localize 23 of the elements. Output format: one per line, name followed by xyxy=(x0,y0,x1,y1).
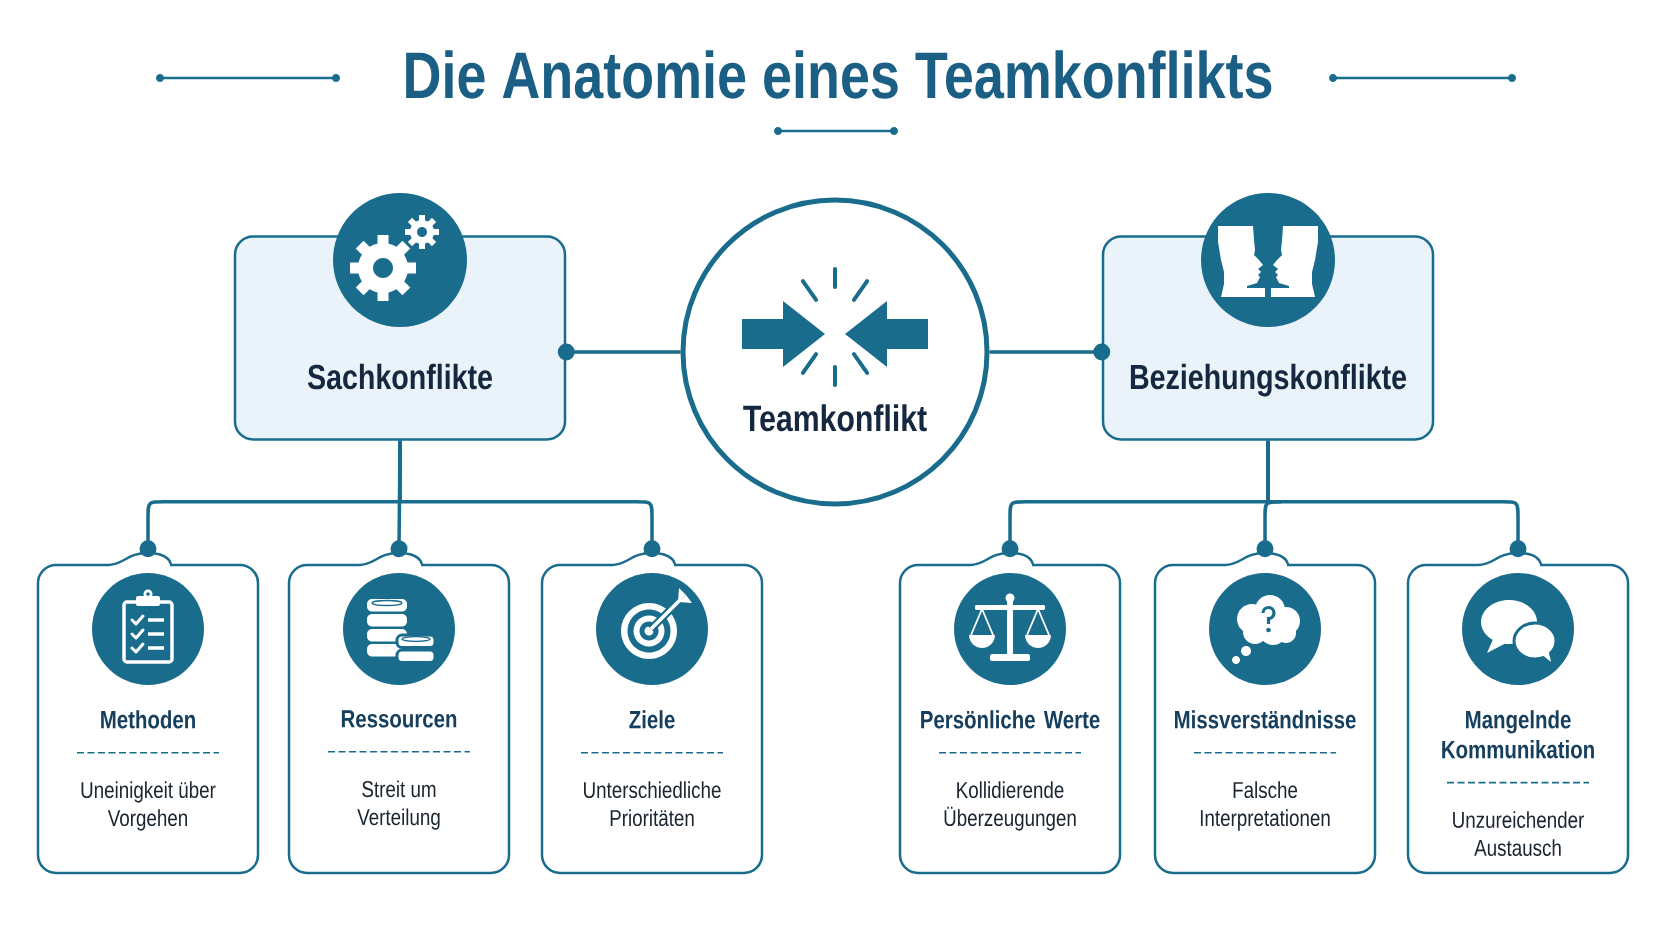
card-text: Falsche Interpretationen xyxy=(1200,781,1330,831)
card xyxy=(1153,551,1377,875)
card-title: Ressourcen xyxy=(341,710,457,728)
card-text: Kollidierende Überzeugungen xyxy=(944,781,1076,831)
card xyxy=(540,551,764,875)
card-title: Ziele xyxy=(629,710,675,729)
card-title: Mangelnde Kommunikation xyxy=(1442,710,1594,759)
connector-line xyxy=(398,440,661,558)
card-text: Streit um Verteilung xyxy=(357,780,440,830)
card-title: Methoden xyxy=(101,710,195,729)
connector-line xyxy=(1266,440,1527,558)
title: Die Anatomie eines Teamkonflikts xyxy=(406,50,1272,99)
card-text: Uneinigkeit über Vorgehen xyxy=(81,781,216,831)
card-text: Unterschiedliche Prioritäten xyxy=(584,781,721,827)
card-title: Persönliche Werte xyxy=(921,710,1100,729)
card-text: Unzureichender Austausch xyxy=(1453,811,1584,856)
card xyxy=(287,551,511,875)
connector-line xyxy=(557,343,681,361)
card xyxy=(898,551,1122,875)
card-title: Missverständnisse xyxy=(1175,710,1356,729)
connector-line xyxy=(989,343,1111,361)
card xyxy=(36,551,260,875)
card xyxy=(1406,551,1630,875)
